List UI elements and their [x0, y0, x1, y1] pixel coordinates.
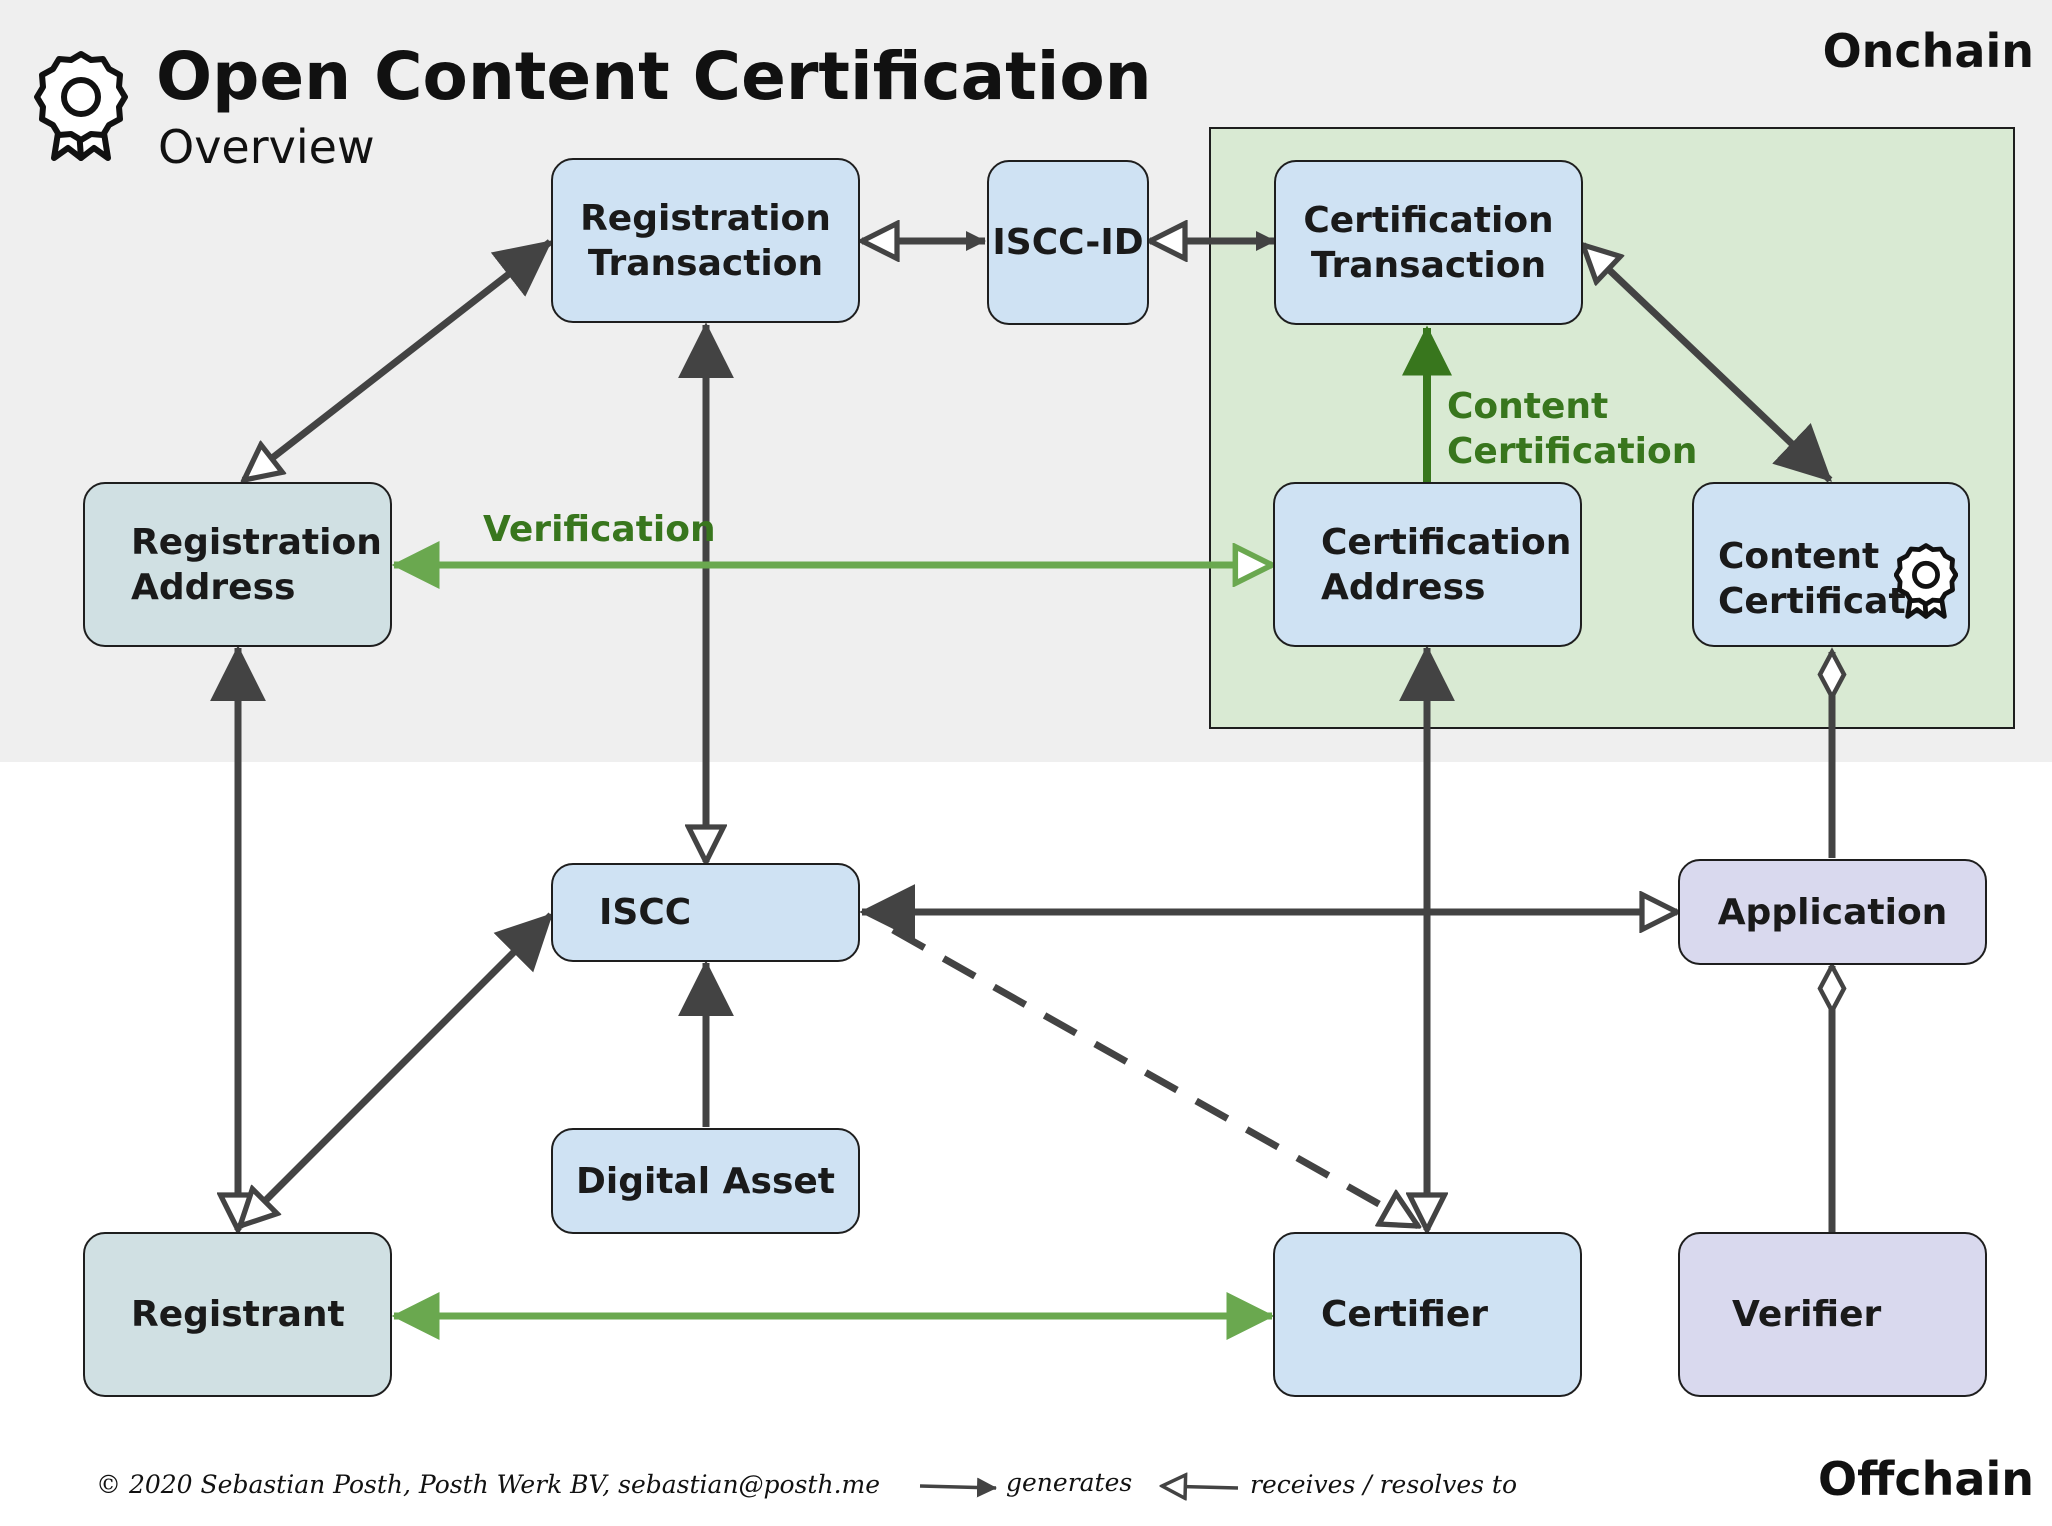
node-verifier[interactable]: Verifier: [1678, 1232, 1987, 1397]
node-registrant[interactable]: Registrant: [83, 1232, 392, 1397]
node-registration-transaction[interactable]: Registration Transaction: [551, 158, 860, 323]
edge-certtx-certificate: [1583, 245, 1833, 483]
legend-generates-arrow: [919, 1477, 997, 1498]
node-digital-asset[interactable]: Digital Asset: [551, 1128, 860, 1234]
node-content-certificate[interactable]: Content Certificate: [1692, 482, 1970, 647]
legend-receives-label: receives / resolves to: [1250, 1470, 1518, 1499]
copyright-text: © 2020 Sebastian Posth, Posth Werk BV, s…: [96, 1470, 881, 1499]
label-content-certification: Content Certification: [1447, 386, 1698, 472]
legend-receives-arrow: [1162, 1486, 1239, 1488]
diagram-subtitle: Overview: [158, 120, 375, 174]
legend-generates-label: generates: [1006, 1468, 1133, 1497]
certificate-ribbon-icon: [1893, 496, 1959, 632]
certificate-ribbon-icon: [34, 50, 128, 166]
edge-iscc-certifier-dashed: [891, 926, 1418, 1230]
node-certifier[interactable]: Certifier: [1273, 1232, 1582, 1397]
node-certification-address[interactable]: Certification Address: [1273, 482, 1582, 647]
edge-regaddr-regtx: [244, 239, 550, 480]
label-verification: Verification: [483, 509, 716, 550]
offchain-label: Offchain: [1818, 1452, 2034, 1506]
onchain-label: Onchain: [1822, 24, 2034, 78]
node-application[interactable]: Application: [1678, 859, 1987, 965]
node-iscc-id[interactable]: ISCC-ID: [987, 160, 1149, 325]
diagram-title: Open Content Certification: [156, 38, 1152, 115]
edge-registrant-iscc: [240, 912, 554, 1226]
node-iscc[interactable]: ISCC: [551, 863, 860, 962]
node-registration-address[interactable]: Registration Address: [83, 482, 392, 647]
node-certification-transaction[interactable]: Certification Transaction: [1274, 160, 1583, 325]
